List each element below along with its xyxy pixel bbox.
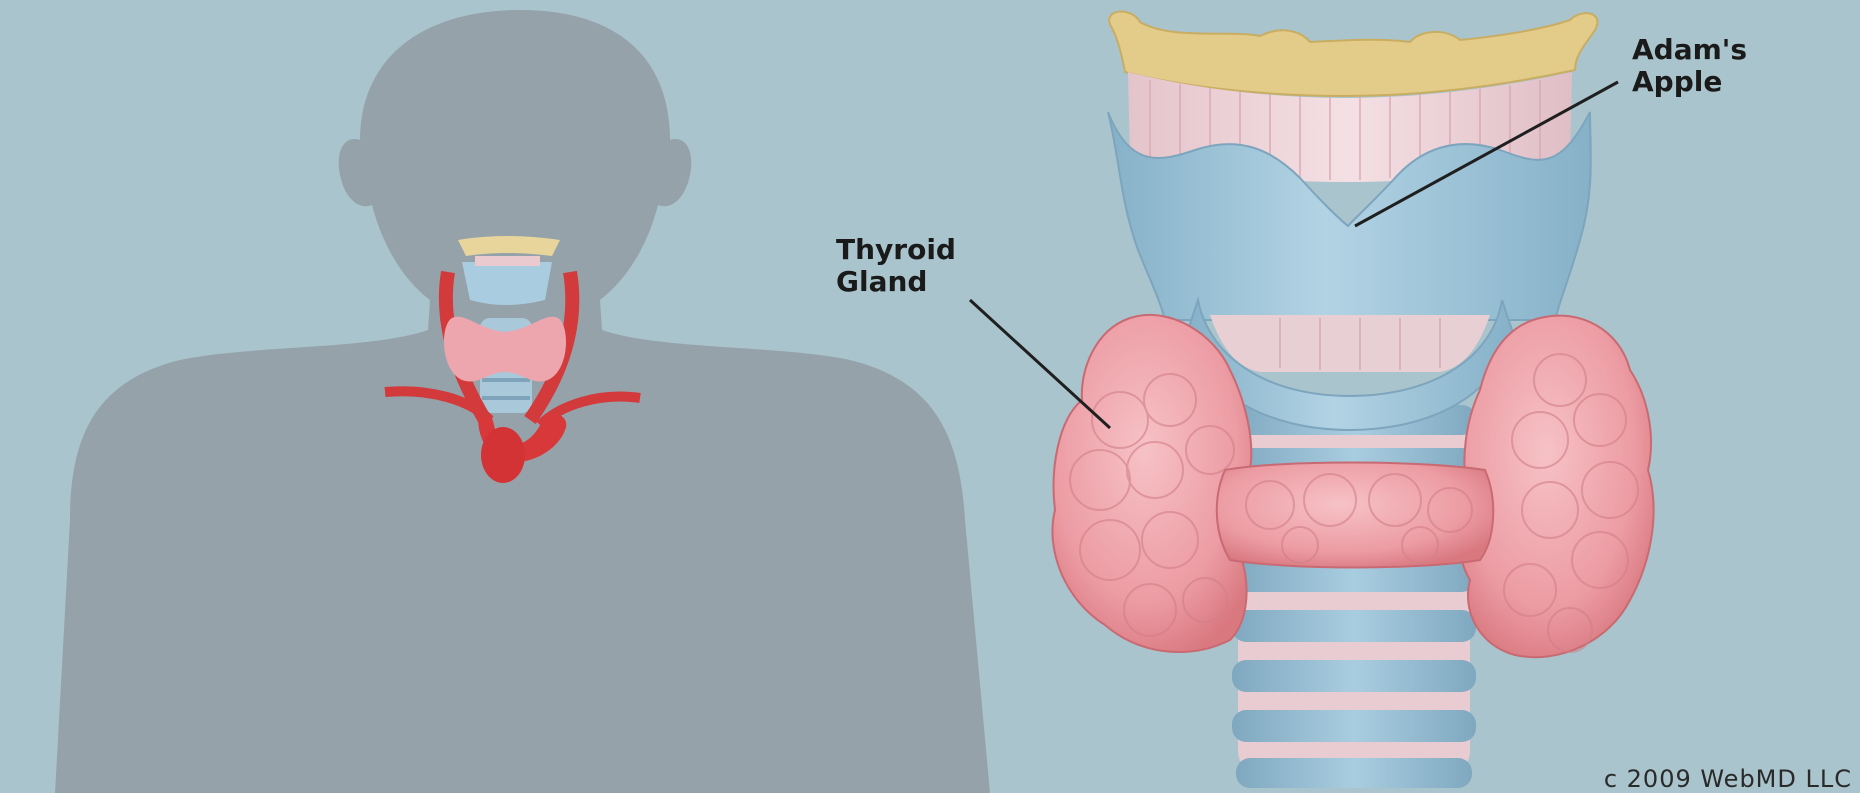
- large-anatomy-illustration: [1052, 12, 1653, 788]
- copyright-notice: c 2009 WebMD LLC: [1604, 765, 1852, 793]
- adams-label-line-2: Apple: [1632, 66, 1747, 98]
- thyroid-isthmus: [1217, 463, 1493, 568]
- thyroid-gland-label: Thyroid Gland: [836, 234, 956, 298]
- adams-apple-label: Adam's Apple: [1632, 34, 1747, 98]
- thyroid-label-line-1: Thyroid: [836, 234, 956, 266]
- adams-label-line-1: Adam's: [1632, 34, 1747, 66]
- thyroid-label-line-2: Gland: [836, 266, 956, 298]
